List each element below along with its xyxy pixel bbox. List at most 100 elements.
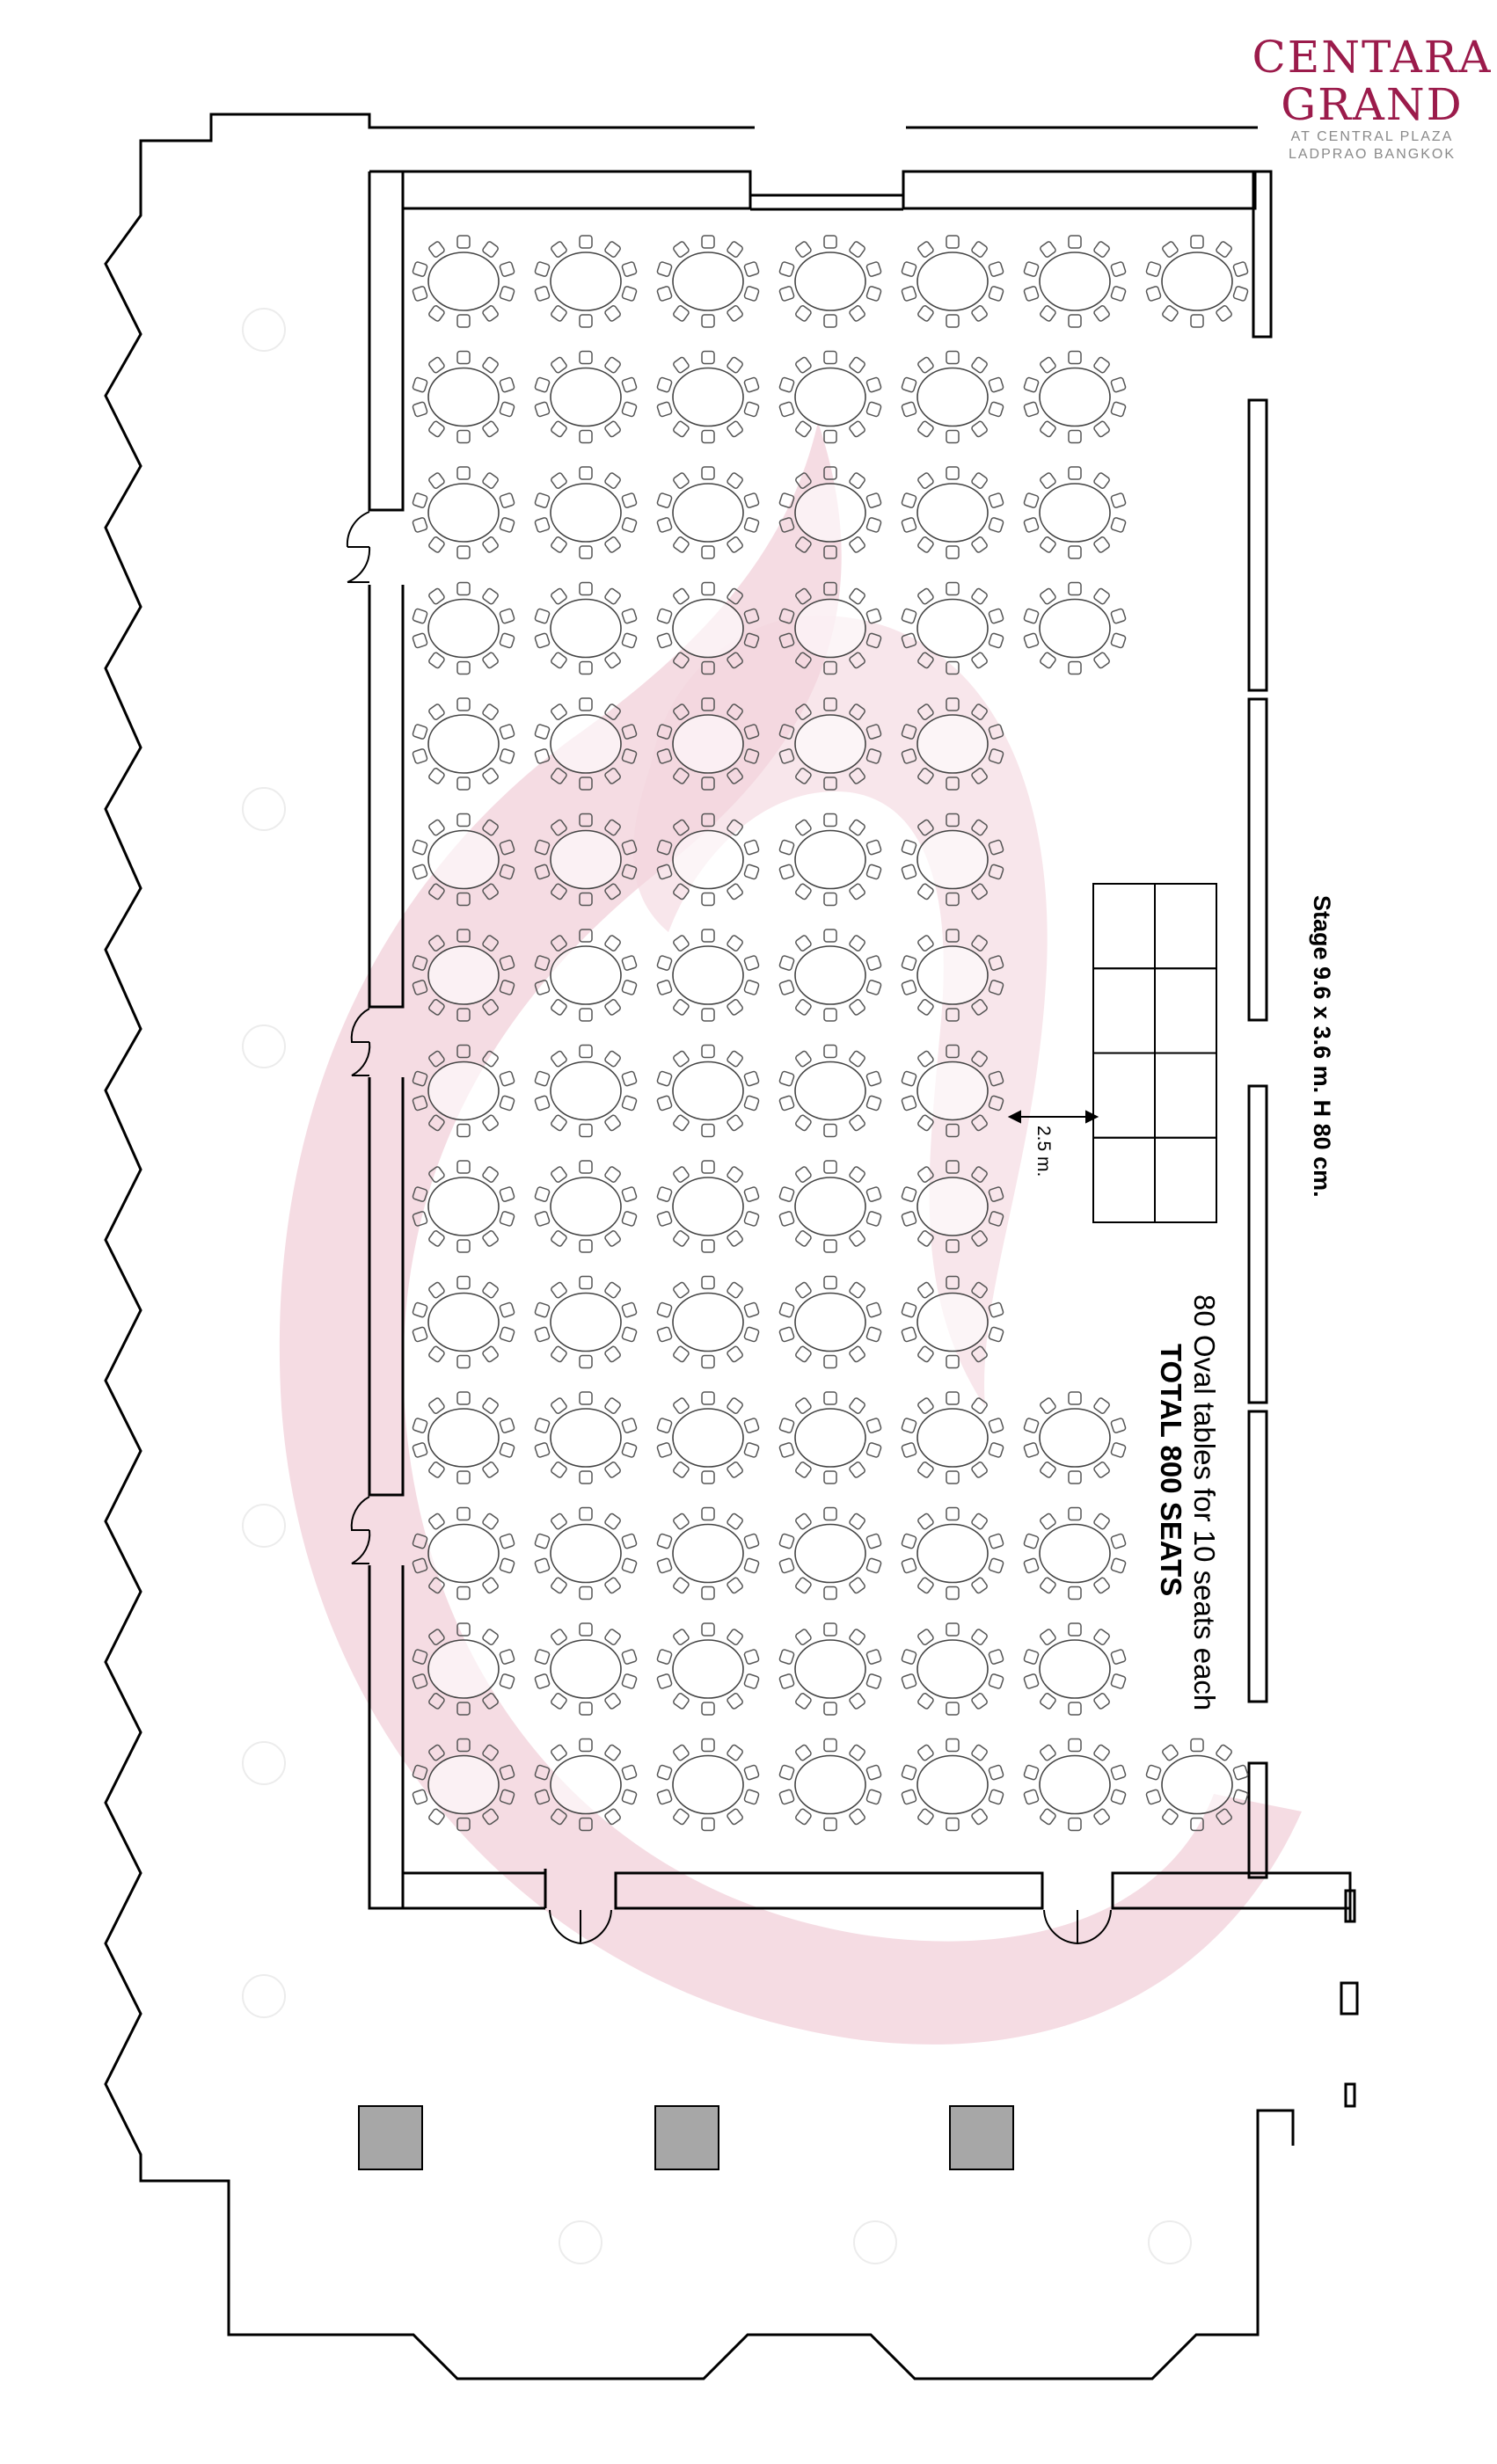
- chair: [849, 305, 865, 322]
- chair: [621, 401, 638, 418]
- chair: [971, 819, 988, 836]
- chair: [656, 1442, 673, 1458]
- table-r9-c1: [412, 1160, 515, 1253]
- chair: [656, 1211, 673, 1227]
- oval-table-top: [550, 1177, 622, 1236]
- chair: [823, 697, 837, 711]
- oval-table-top: [916, 1523, 989, 1584]
- chair: [428, 1281, 445, 1299]
- chair: [1162, 305, 1179, 322]
- chair: [1040, 1513, 1056, 1530]
- chair: [456, 892, 471, 907]
- oval-table-top: [550, 252, 622, 311]
- chair: [604, 1462, 621, 1478]
- oval-table-top: [672, 1177, 744, 1236]
- chair: [1093, 305, 1110, 322]
- chair: [1145, 1764, 1162, 1781]
- chair: [428, 1744, 445, 1761]
- chair: [727, 1397, 743, 1414]
- chair: [988, 1673, 1004, 1689]
- chair: [482, 1513, 499, 1530]
- chair: [1093, 1513, 1110, 1530]
- chair: [499, 1442, 515, 1458]
- chair: [428, 1050, 445, 1068]
- chair: [456, 1506, 471, 1521]
- chair: [917, 587, 934, 605]
- chair: [551, 1808, 567, 1826]
- chair: [456, 813, 471, 827]
- chair: [551, 1114, 567, 1132]
- chair: [604, 652, 621, 669]
- chair: [778, 1442, 795, 1458]
- chair: [579, 1008, 593, 1022]
- chair: [849, 536, 865, 553]
- chair: [701, 350, 715, 365]
- tables-label: 80 Oval tables for 10 seats each: [1188, 1294, 1221, 1711]
- table-r1-c7: [1145, 235, 1249, 328]
- chair: [988, 980, 1004, 995]
- table-r8-c5: [901, 1044, 1004, 1138]
- chair: [673, 999, 690, 1016]
- chair: [534, 1326, 551, 1343]
- chair: [795, 241, 812, 258]
- chair: [551, 1744, 567, 1761]
- chair: [551, 935, 567, 951]
- chair: [456, 1239, 471, 1253]
- chair: [534, 1418, 551, 1433]
- chair: [1110, 608, 1127, 624]
- chair: [499, 955, 515, 971]
- chair: [971, 935, 988, 951]
- chair: [604, 305, 621, 322]
- chair: [701, 1044, 715, 1059]
- chair: [917, 819, 934, 836]
- chair: [412, 401, 428, 418]
- chair: [1040, 1744, 1056, 1761]
- chair: [673, 1629, 690, 1645]
- chair: [823, 1506, 837, 1521]
- chair: [971, 883, 988, 900]
- chair: [971, 652, 988, 669]
- oval-table-top: [672, 1523, 744, 1584]
- table-r12-c2: [534, 1506, 638, 1600]
- chair: [428, 305, 445, 322]
- chair: [1040, 1397, 1056, 1414]
- chair: [849, 1808, 865, 1826]
- chair: [865, 1186, 882, 1202]
- chair: [604, 1166, 621, 1183]
- chair: [1068, 660, 1082, 675]
- chair: [795, 883, 812, 900]
- chair: [946, 813, 960, 827]
- chair: [971, 703, 988, 720]
- chair: [971, 1397, 988, 1414]
- oval-table-top: [916, 945, 989, 1005]
- chair: [727, 1577, 743, 1594]
- table-r7-c3: [656, 929, 760, 1022]
- chair: [701, 1622, 715, 1637]
- chair: [946, 1738, 960, 1753]
- stage-section: [1092, 883, 1156, 970]
- chair: [743, 1418, 760, 1433]
- chair: [1216, 305, 1232, 322]
- chair: [865, 1789, 882, 1805]
- chair: [865, 286, 882, 302]
- chair: [865, 492, 882, 508]
- chair: [917, 1513, 934, 1530]
- chair: [656, 261, 673, 277]
- chair: [534, 608, 551, 624]
- chair: [579, 314, 593, 328]
- chair: [743, 1673, 760, 1689]
- chair: [823, 581, 837, 596]
- chair: [727, 652, 743, 669]
- table-r14-c1: [412, 1738, 515, 1832]
- chair: [1068, 1391, 1082, 1405]
- chair: [727, 587, 743, 605]
- chair: [778, 1326, 795, 1343]
- chair: [917, 703, 934, 720]
- chair: [656, 1533, 673, 1549]
- chair: [727, 305, 743, 322]
- chair: [795, 587, 812, 605]
- chair: [1110, 1533, 1127, 1549]
- table-r10-c5: [901, 1275, 1004, 1369]
- chair: [1110, 1673, 1127, 1689]
- chair: [1190, 235, 1204, 249]
